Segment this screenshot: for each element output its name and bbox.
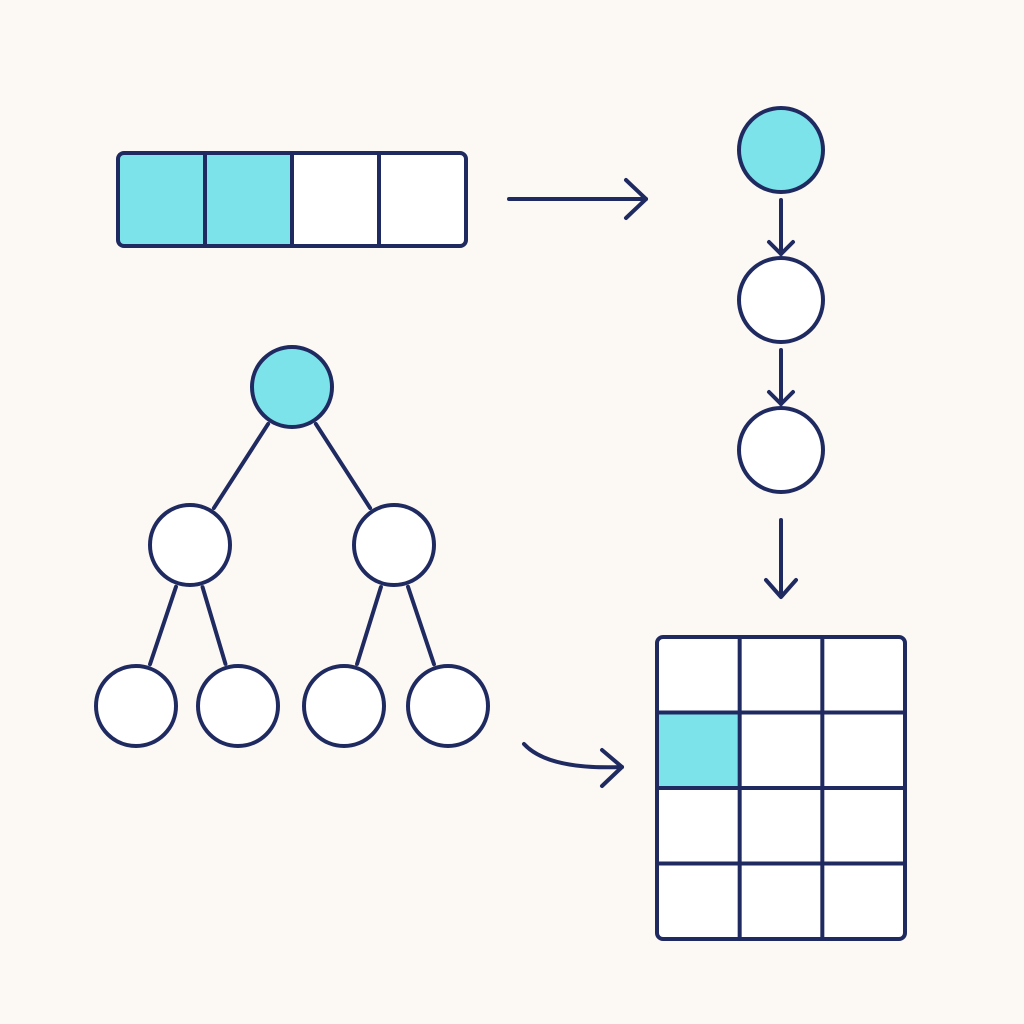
array-cell	[292, 153, 379, 246]
tree-structure	[94, 345, 490, 748]
array-structure	[116, 151, 468, 248]
grid-cell	[739, 637, 823, 713]
list-node	[737, 406, 825, 494]
tree-child-node	[352, 503, 436, 587]
grid-cell	[657, 788, 740, 864]
array-cell	[118, 153, 205, 246]
tree-leaf-node	[94, 664, 178, 748]
array-border	[116, 151, 468, 248]
tree-leaf-node	[196, 664, 280, 748]
connector-arrowhead	[624, 178, 648, 220]
tree-edge	[147, 584, 179, 667]
tree-edge	[355, 585, 383, 666]
grid-structure	[655, 635, 907, 941]
tree-root-node	[250, 345, 334, 429]
tree-leaf-node	[406, 664, 490, 748]
connectors	[507, 178, 798, 788]
grid-cell	[657, 863, 740, 939]
connector-arrowhead	[764, 578, 798, 599]
grid-cell	[739, 712, 823, 788]
grid-cell	[657, 712, 740, 788]
list-link-arrowhead	[767, 240, 795, 256]
tree-child-node	[148, 503, 232, 587]
grid-cell	[822, 863, 905, 939]
grid-cell	[822, 712, 905, 788]
tree-edge	[313, 421, 373, 511]
linked-list-structure	[737, 106, 825, 494]
grid-cell	[822, 788, 905, 864]
connector-arrowhead	[600, 748, 624, 788]
list-link-arrowhead	[767, 390, 795, 406]
grid-cell	[739, 788, 823, 864]
tree-edge	[405, 584, 437, 667]
tree-edge	[200, 585, 228, 666]
tree-leaf-node	[302, 664, 386, 748]
grid-border	[655, 635, 907, 941]
grid-cell	[822, 637, 905, 713]
array-cell	[379, 153, 466, 246]
grid-cell	[739, 863, 823, 939]
array-cell	[205, 153, 292, 246]
tree-edge	[211, 421, 271, 511]
grid-cell	[657, 637, 740, 713]
connector-curved-arrow-line	[522, 742, 624, 770]
list-node	[737, 256, 825, 344]
list-node	[737, 106, 825, 194]
